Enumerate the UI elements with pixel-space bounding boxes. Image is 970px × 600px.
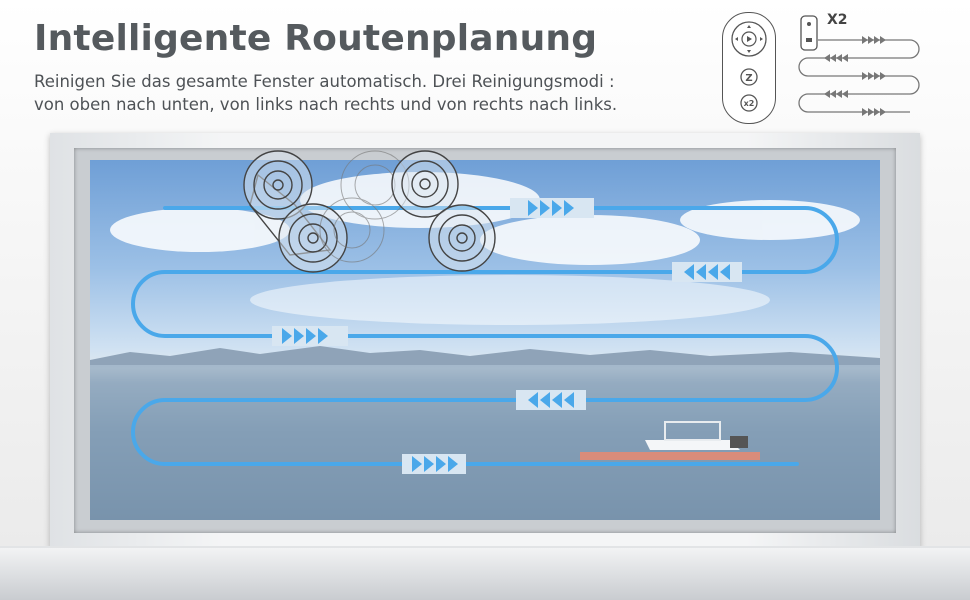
play-pause-icon bbox=[747, 36, 752, 42]
page-subtitle: Reinigen Sie das gesamte Fenster automat… bbox=[34, 70, 617, 116]
window-robot-1 bbox=[243, 150, 348, 273]
remote-buttons: Z x2 bbox=[731, 21, 767, 112]
subtitle-line-2: von oben nach unten, von links nach rech… bbox=[34, 95, 618, 114]
direction-arrows-3 bbox=[272, 326, 348, 346]
page-title: Intelligente Routenplanung bbox=[34, 18, 598, 59]
direction-arrows-4 bbox=[516, 390, 586, 410]
svg-text:Z: Z bbox=[745, 73, 752, 84]
direction-arrows-5 bbox=[402, 454, 466, 474]
direction-arrows-1 bbox=[510, 198, 594, 218]
window-robot-2 bbox=[391, 150, 496, 272]
mode-label: X2 bbox=[827, 12, 848, 28]
window-sill bbox=[0, 548, 970, 600]
route-path bbox=[131, 206, 839, 466]
subtitle-line-1: Reinigen Sie das gesamte Fenster automat… bbox=[34, 72, 615, 91]
z-button bbox=[740, 68, 758, 86]
sea-view bbox=[90, 172, 880, 520]
x2-button bbox=[740, 94, 758, 112]
boat bbox=[645, 440, 740, 450]
direction-arrows-2 bbox=[672, 262, 742, 282]
svg-text:x2: x2 bbox=[744, 99, 755, 108]
remote-control: Z x2 bbox=[722, 12, 776, 124]
pontoon bbox=[580, 452, 760, 460]
